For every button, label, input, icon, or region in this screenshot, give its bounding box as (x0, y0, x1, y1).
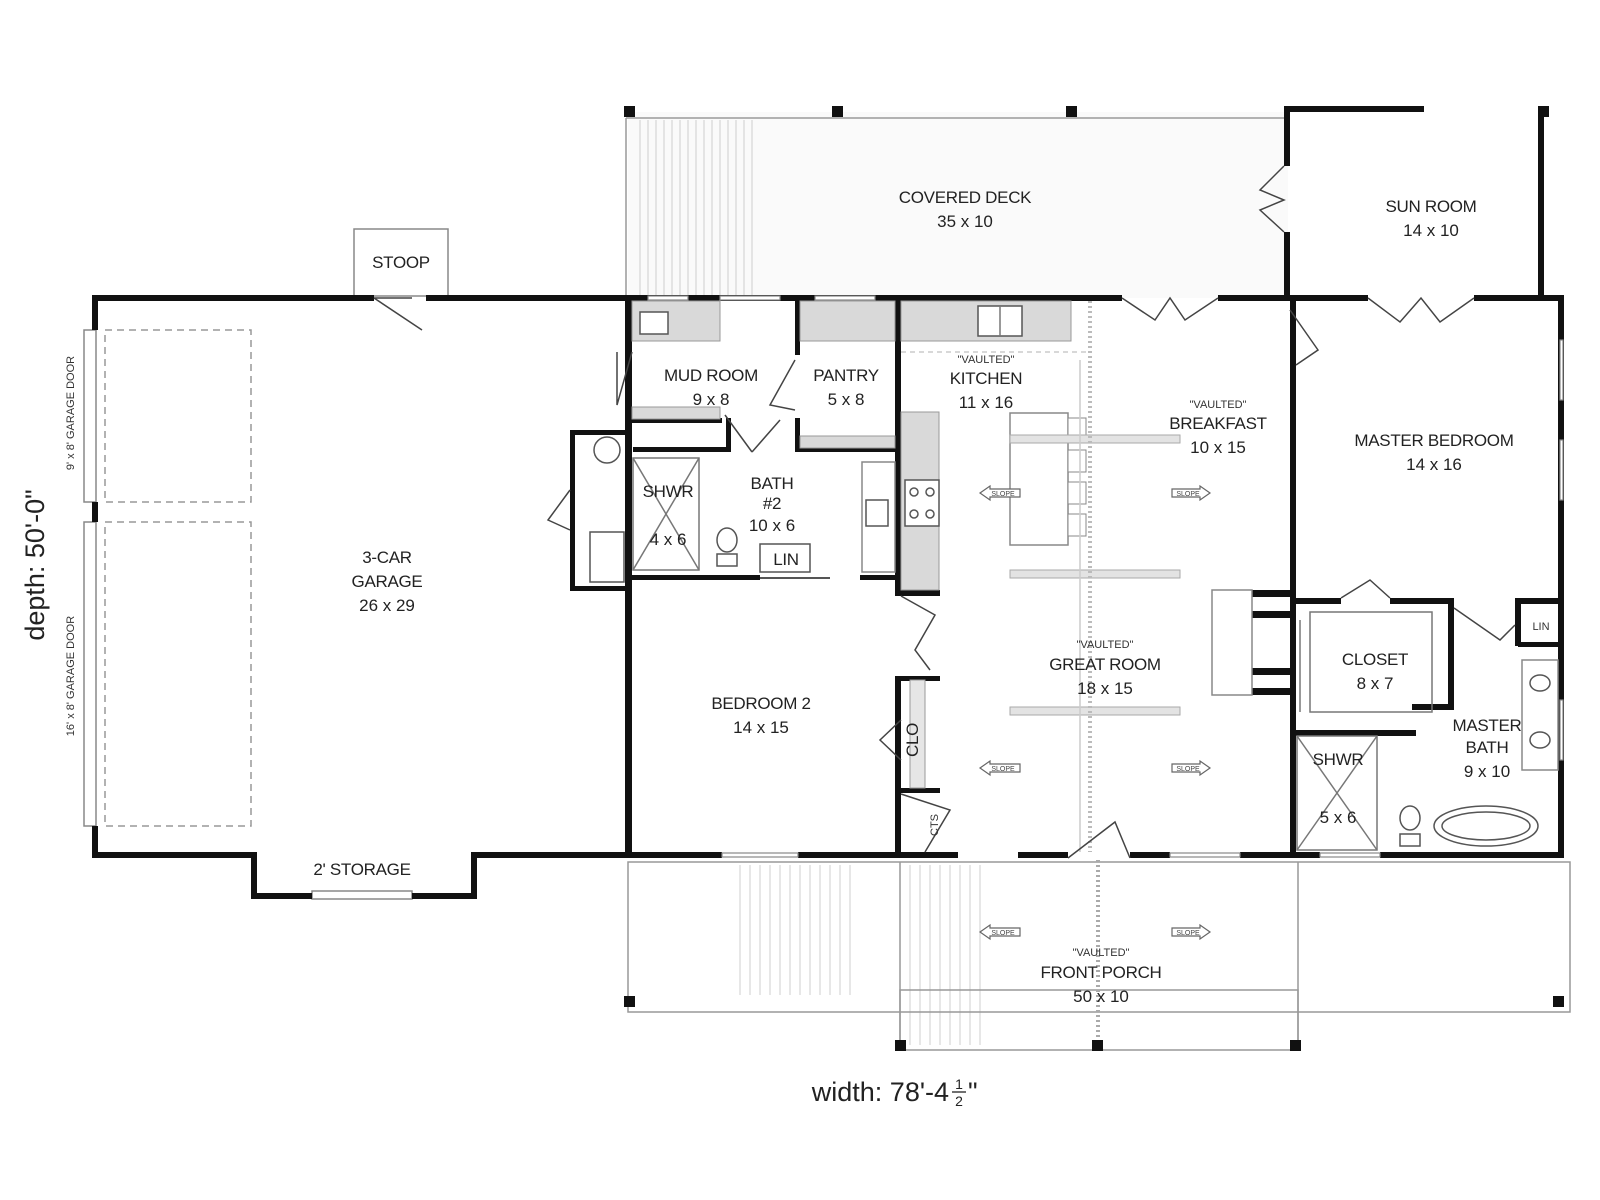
svg-text:SLOPE: SLOPE (991, 930, 1015, 937)
great-room-dim: 18 x 15 (1077, 679, 1133, 698)
mud-room-name: MUD ROOM (664, 366, 758, 385)
master-bedroom-name: MASTER BEDROOM (1354, 431, 1513, 450)
slope-arrow: SLOPE (1171, 484, 1212, 502)
walls (92, 106, 1564, 899)
width-fraction-denominator: 2 (955, 1093, 963, 1109)
closet-dim: 8 x 7 (1357, 674, 1394, 693)
great-room-name: GREAT ROOM (1049, 655, 1161, 674)
great-room-note: "VAULTED" (1077, 639, 1134, 651)
slope-arrows: SLOPE SLOPE SLOPE SLOPE SLOPE SLOPE (978, 484, 1212, 941)
sun-room-dim: 14 x 10 (1403, 221, 1459, 240)
svg-text:SLOPE: SLOPE (991, 491, 1015, 498)
closet-name: CLOSET (1342, 650, 1408, 669)
lin-bath2-name: LIN (773, 550, 799, 569)
pantry-dim: 5 x 8 (828, 390, 865, 409)
master-bath-name: MASTER (1452, 716, 1521, 735)
covered-deck-name: COVERED DECK (899, 188, 1032, 207)
slope-arrow: SLOPE (978, 923, 1021, 941)
width-dimension: width: 78'-4 1 2 " (811, 1076, 978, 1109)
front-porch-note: "VAULTED" (1073, 947, 1130, 959)
kitchen-name: KITCHEN (950, 369, 1023, 388)
clo-name: CLO (903, 723, 922, 757)
garage-name-2: GARAGE (352, 572, 423, 591)
slope-arrow: SLOPE (978, 484, 1021, 502)
doors (373, 165, 1516, 859)
bath2-dim: 10 x 6 (749, 516, 795, 535)
bath2-name-2: #2 (763, 494, 781, 513)
cts-name: CTS (929, 814, 941, 836)
storage-name: 2' STORAGE (313, 860, 410, 879)
breakfast-note: "VAULTED" (1190, 399, 1247, 411)
width-fraction-numerator: 1 (955, 1076, 963, 1092)
svg-text:SLOPE: SLOPE (1176, 491, 1200, 498)
garage-name: 3-CAR (362, 548, 412, 567)
garage (83, 228, 449, 900)
sun-room-name: SUN ROOM (1385, 197, 1476, 216)
covered-deck-dim: 35 x 10 (937, 212, 993, 231)
deck-decking (625, 112, 1288, 298)
kitchen-note: "VAULTED" (958, 354, 1015, 366)
master-bedroom-dim: 14 x 16 (1406, 455, 1462, 474)
pantry-name: PANTRY (813, 366, 879, 385)
breakfast-dim: 10 x 15 (1190, 438, 1246, 457)
svg-text:SLOPE: SLOPE (1176, 766, 1200, 773)
shwr-master-name: SHWR (1313, 750, 1364, 769)
width-dimension-end: " (968, 1077, 978, 1107)
lin-master-name: LIN (1532, 621, 1549, 633)
mud-room-dim: 9 x 8 (693, 390, 730, 409)
slope-arrow: SLOPE (1171, 759, 1212, 777)
stoop-name: STOOP (372, 253, 430, 272)
garage-door-label-top: 9' x 8' GARAGE DOOR (65, 356, 77, 470)
front-porch-dim: 50 x 10 (1073, 987, 1129, 1006)
shwr-master-dim: 5 x 6 (1320, 808, 1357, 827)
porch-decking (627, 860, 1571, 1051)
breakfast-name: BREAKFAST (1169, 414, 1266, 433)
master-bath-dim: 9 x 10 (1464, 762, 1510, 781)
master-bath-name-2: BATH (1466, 738, 1509, 757)
bedroom2-name: BEDROOM 2 (711, 694, 810, 713)
garage-door-label-bottom: 16' x 8' GARAGE DOOR (65, 616, 77, 736)
room-labels: COVERED DECK 35 x 10 SUN ROOM 14 x 10 ST… (65, 188, 1550, 1006)
kitchen-dim: 11 x 16 (959, 393, 1014, 412)
bedroom2-dim: 14 x 15 (733, 718, 789, 737)
bath2-name: BATH (751, 474, 794, 493)
svg-text:SLOPE: SLOPE (1176, 930, 1200, 937)
cabinets (589, 300, 1559, 852)
front-porch-name: FRONT PORCH (1040, 963, 1161, 982)
width-dimension-main: width: 78'-4 (811, 1077, 949, 1107)
garage-dim: 26 x 29 (359, 596, 415, 615)
slope-arrow: SLOPE (1171, 923, 1212, 941)
shwr-bath2-name: SHWR (643, 482, 694, 501)
slope-arrow: SLOPE (978, 759, 1021, 777)
shwr-bath2-dim: 4 x 6 (650, 530, 687, 549)
depth-dimension: depth: 50'-0" (20, 489, 50, 640)
windows (647, 295, 1564, 858)
svg-text:SLOPE: SLOPE (991, 766, 1015, 773)
